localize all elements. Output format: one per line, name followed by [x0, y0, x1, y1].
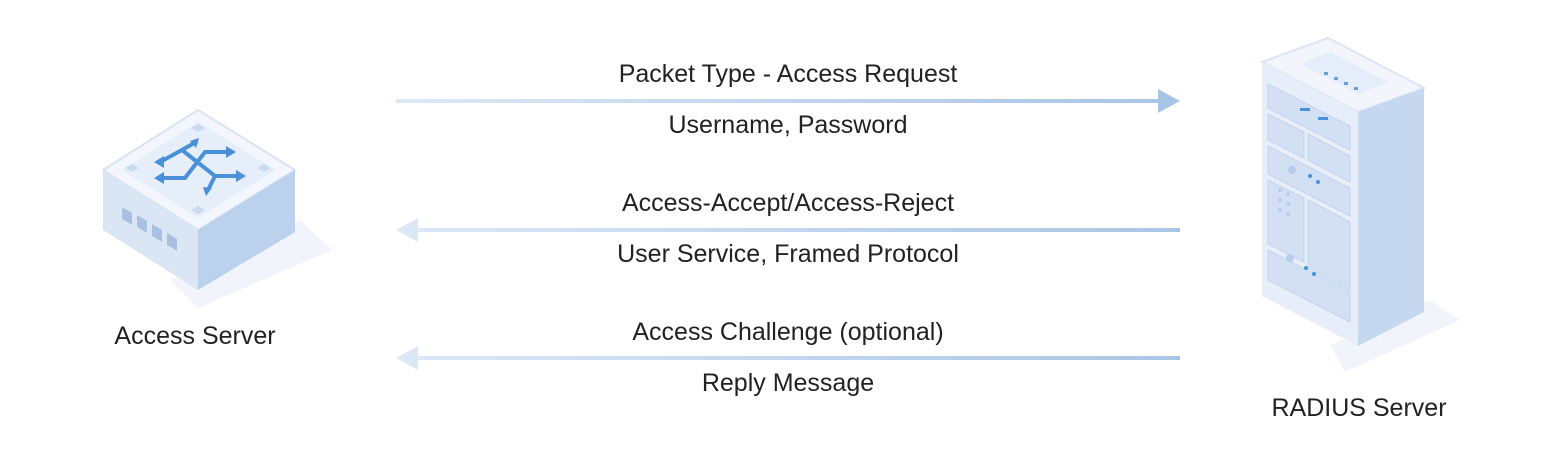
access-server-label: Access Server [114, 322, 276, 350]
message-arrow-2 [396, 218, 1180, 242]
message-2-top-label: Access-Accept/Access-Reject [621, 189, 955, 217]
message-1-top-label: Packet Type - Access Request [618, 60, 958, 88]
access-server-icon [101, 108, 332, 308]
message-arrow-1 [396, 89, 1180, 113]
arrow-head-left-icon [396, 218, 418, 242]
message-3-bottom-label: Reply Message [701, 369, 875, 397]
message-arrow-3 [396, 346, 1180, 370]
arrow-head-right-icon [1158, 89, 1180, 113]
radius-server-icon [1259, 36, 1460, 372]
arrow-head-left-icon [396, 346, 418, 370]
message-3-top-label: Access Challenge (optional) [632, 318, 944, 346]
message-2-bottom-label: User Service, Framed Protocol [617, 240, 959, 268]
radius-server-label: RADIUS Server [1271, 394, 1447, 422]
message-1-bottom-label: Username, Password [668, 111, 908, 139]
